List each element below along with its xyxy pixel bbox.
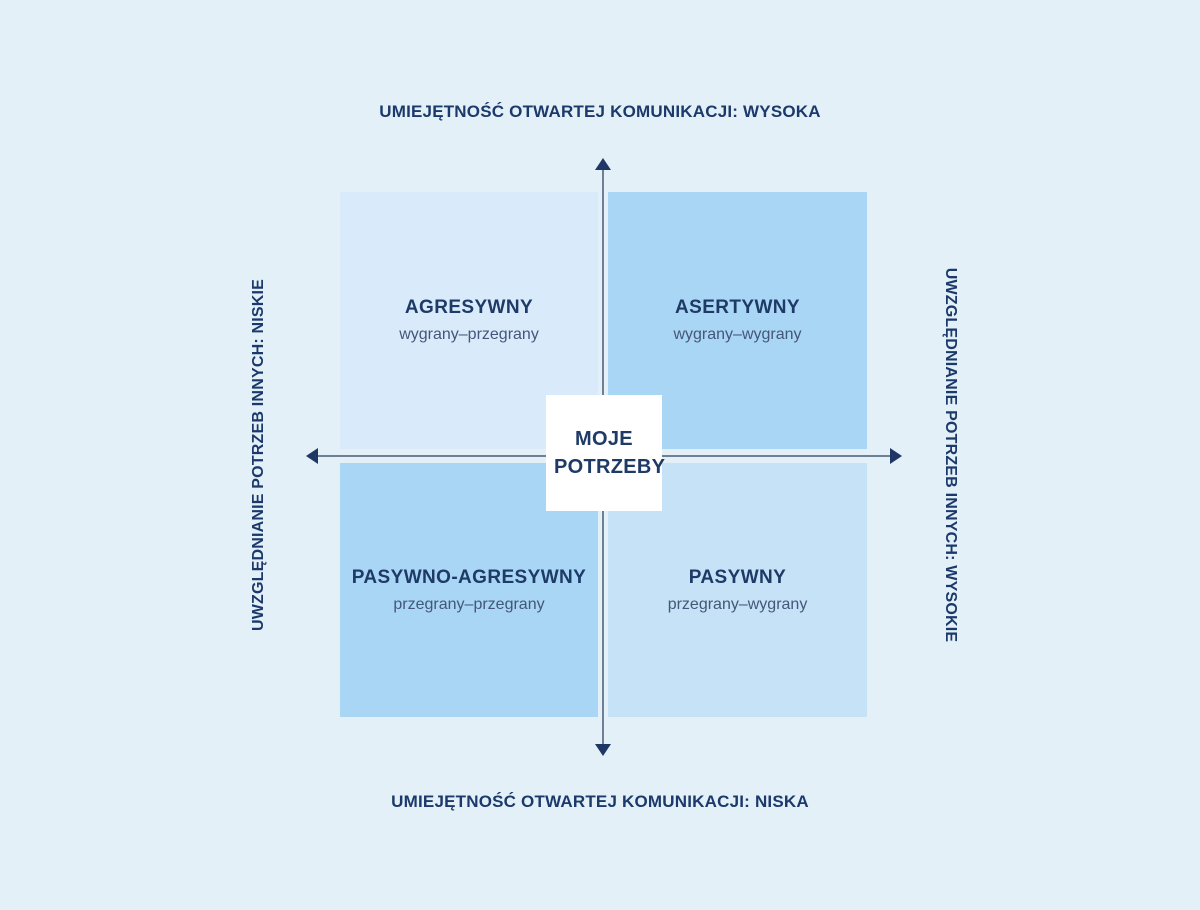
quadrant-title: ASERTYWNY [675, 297, 800, 318]
arrow-right-icon [890, 448, 902, 464]
quadrant-title: PASYWNY [688, 566, 787, 588]
center-box: MOJE POTRZEBY [546, 395, 666, 511]
axis-label-bottom: UMIEJĘTNOŚĆ OTWARTEJ KOMUNIKACJI: NISKA [391, 792, 809, 811]
arrow-up-icon [595, 158, 611, 170]
quadrant-top-left: AGRESYWNY wygrany–przegrany [340, 192, 598, 449]
quadrant-bottom-right: PASYWNY przegrany–wygrany [608, 463, 867, 717]
axis-label-top: UMIEJĘTNOŚĆ OTWARTEJ KOMUNIKACJI: WYSOKA [379, 102, 821, 121]
quadrant-subtitle: przegrany–wygrany [667, 595, 808, 613]
center-box-label: MOJE POTRZEBY [554, 428, 666, 478]
arrow-left-icon [306, 448, 318, 464]
axis-label-left: UWZGLĘDNIANIE POTRZEB INNYCH: NISKIE [250, 278, 267, 632]
quadrant-top-right: ASERTYWNY wygrany–wygrany [608, 192, 867, 449]
quadrant-subtitle: wygrany–przegrany [399, 326, 539, 343]
quadrant-subtitle: wygrany–wygrany [673, 326, 802, 343]
quadrant-subtitle: przegrany–przegrany [393, 595, 545, 613]
quadrant-title: PASYWNO-AGRESYWNY [351, 566, 587, 588]
quadrant-title: AGRESYWNY [404, 297, 534, 318]
arrow-down-icon [595, 744, 611, 756]
axis-label-right: UWZGLĘDNIANIE POTRZEB INNYCH: WYSOKIE [942, 267, 959, 643]
